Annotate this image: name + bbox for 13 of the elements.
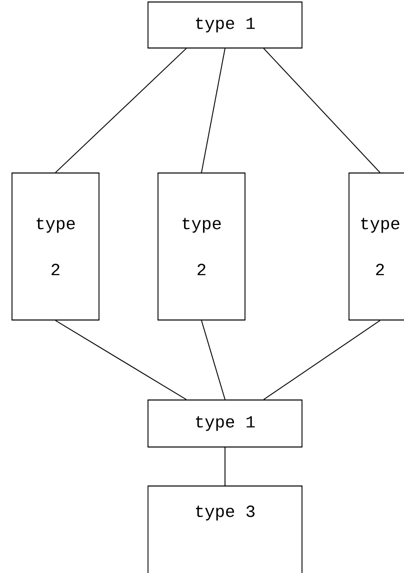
text-box: type 3: [148, 486, 302, 573]
connector-line: [201, 48, 226, 173]
text-box: type 2: [158, 172, 246, 320]
connector-line: [55, 48, 187, 173]
text-box: type 1: [148, 400, 302, 448]
text-box: type 1: [148, 2, 302, 48]
connector-line: [263, 48, 380, 173]
connector-line: [224, 447, 226, 486]
text-box: type 2: [348, 172, 404, 320]
connector-line: [201, 320, 226, 400]
connector-line: [55, 320, 187, 400]
connector-line: [263, 320, 380, 400]
text-box: type 2: [12, 172, 100, 320]
